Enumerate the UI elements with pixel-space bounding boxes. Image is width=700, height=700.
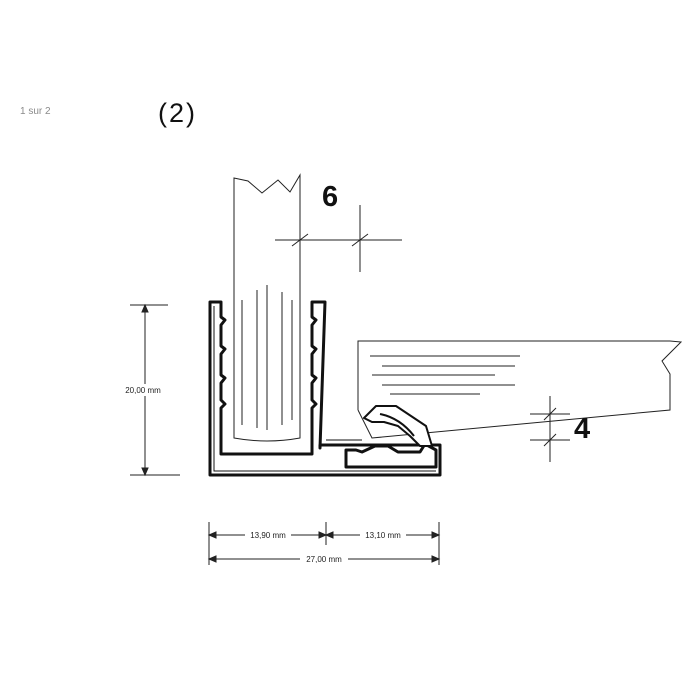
width-left-label: 13,90 mm [250,531,286,540]
dimension-6 [275,205,402,272]
vertical-panel [233,173,301,442]
width-right-label: 13,10 mm [365,531,401,540]
figure-number: (2) [158,98,197,128]
width-right-label-bg [360,529,406,541]
width-total-label: 27,00 mm [306,555,342,564]
page-reference: 1 sur 2 [20,106,51,117]
dimension-4 [530,396,570,462]
thickness-label-6: 6 [322,181,338,213]
height-label-bg [118,384,168,396]
horizontal-panel [357,340,683,439]
u-channel-profile [208,300,442,477]
thickness-label-4: 4 [574,413,590,445]
width-total-label-bg [300,553,348,565]
width-left-label-bg [245,529,291,541]
clip-insert [326,405,438,469]
height-label: 20,00 mm [125,386,161,395]
